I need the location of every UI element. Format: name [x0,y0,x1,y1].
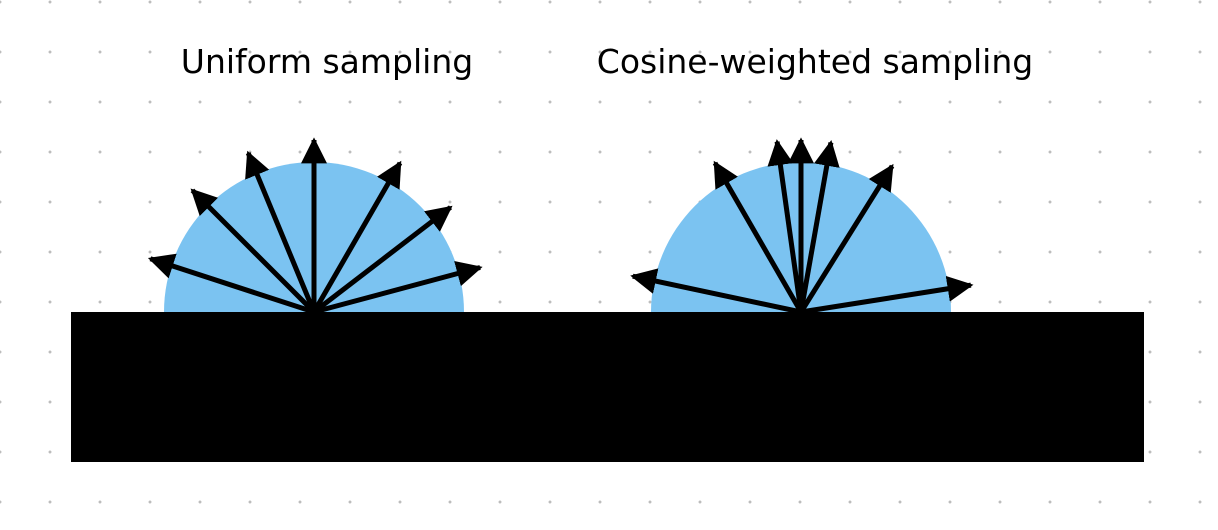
cosine-ray-arrow-7 [630,268,802,315]
uniform-sampling-title: Uniform sampling [180,42,474,81]
uniform-ray-arrow-1 [313,260,483,315]
uniform-rays [147,137,483,315]
uniform-ray-arrow-3 [311,160,403,314]
cosine-weighted-sampling-title: Cosine-weighted sampling [596,42,1034,81]
cosine-ray-arrow-5 [767,139,804,313]
uniform-ray-arrow-7 [147,253,315,315]
uniform-ray-arrow-5 [245,150,317,313]
uniform-ray-arrow-6 [190,188,316,314]
cosine-ray-arrow-1 [800,275,974,315]
surface-block [71,312,1144,462]
cosine-rays [630,137,974,315]
uniform-ray-arrow-2 [312,205,453,314]
cosine-ray-arrow-6 [712,160,804,314]
cosine-ray-arrow-3 [798,140,840,313]
cosine-ray-arrow-2 [798,163,895,314]
